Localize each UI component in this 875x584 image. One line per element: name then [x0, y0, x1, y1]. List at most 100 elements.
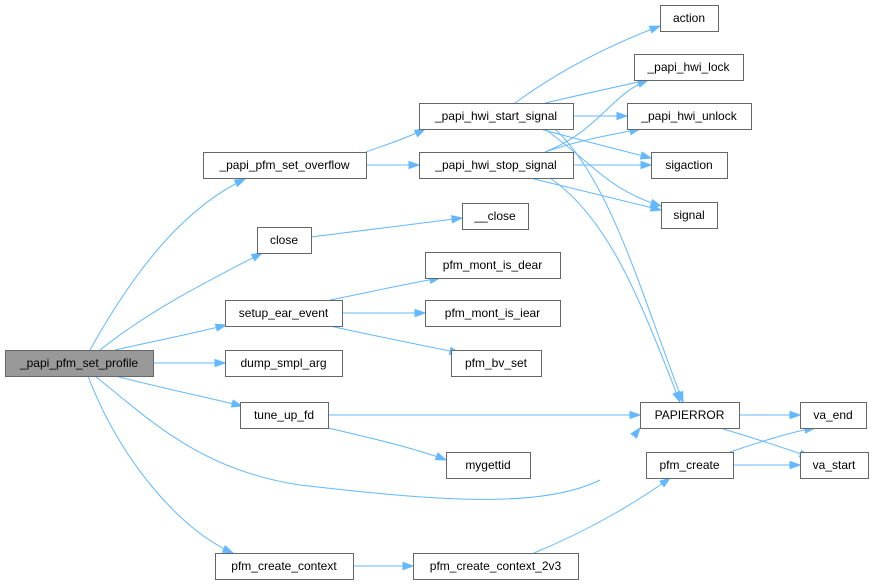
- node-box[interactable]: [203, 152, 367, 179]
- edges-layer: [87, 25, 817, 571]
- node-box[interactable]: [640, 402, 740, 429]
- node-box[interactable]: [419, 152, 574, 179]
- node-box[interactable]: [660, 5, 719, 32]
- node-label: pfm_mont_is_dear: [443, 258, 542, 272]
- edge-line: [529, 177, 662, 211]
- function-node[interactable]: _papi_hwi_start_signal: [419, 103, 574, 130]
- node-box[interactable]: [215, 553, 354, 580]
- node-box[interactable]: [627, 103, 752, 130]
- function-node[interactable]: pfm_mont_is_iear: [425, 300, 561, 327]
- function-node[interactable]: __close: [462, 203, 529, 230]
- function-node[interactable]: sigaction: [651, 152, 728, 179]
- node-box[interactable]: [240, 402, 329, 429]
- arrowhead-icon: [629, 410, 642, 420]
- node-box[interactable]: [651, 152, 728, 179]
- edge-start_signal-to-hwi_lock: [544, 78, 650, 104]
- node-box[interactable]: [800, 452, 869, 479]
- edge-stop_signal-to-papierror: [549, 177, 681, 404]
- node-label: signal: [673, 208, 704, 222]
- node-label: pfm_create_context_2v3: [430, 559, 562, 573]
- function-node[interactable]: mygettid: [446, 452, 531, 479]
- node-box[interactable]: [425, 252, 561, 279]
- arrowhead-icon: [408, 160, 421, 170]
- edge-line: [544, 79, 649, 153]
- function-node[interactable]: pfm_mont_is_dear: [425, 252, 561, 279]
- node-box[interactable]: [800, 402, 867, 429]
- edge-papierror-to-va_end: [739, 410, 802, 420]
- edge-line: [514, 25, 661, 104]
- edge-close-to-__close: [310, 215, 464, 238]
- function-node[interactable]: PAPIERROR: [640, 402, 740, 429]
- node-box[interactable]: [646, 452, 734, 479]
- node-box[interactable]: [661, 202, 718, 229]
- edge-setup_ear-to-is_iear: [342, 308, 427, 318]
- edge-line: [729, 427, 816, 453]
- edge-root-to-tune_up: [114, 375, 244, 408]
- node-box[interactable]: [462, 203, 529, 230]
- function-node[interactable]: _papi_pfm_set_overflow: [203, 152, 367, 179]
- edge-line: [549, 177, 681, 403]
- function-node[interactable]: pfm_bv_set: [451, 350, 542, 377]
- arrowhead-icon: [233, 178, 247, 188]
- edge-line: [329, 325, 461, 354]
- arrowhead-icon: [221, 544, 235, 554]
- function-node[interactable]: signal: [661, 202, 718, 229]
- function-node[interactable]: close: [257, 227, 312, 254]
- function-node[interactable]: _papi_hwi_stop_signal: [419, 152, 574, 179]
- edge-root-to-setup_ear: [114, 323, 228, 351]
- arrowhead-icon: [789, 460, 802, 470]
- function-node[interactable]: va_end: [800, 402, 867, 429]
- node-label: dump_smpl_arg: [240, 356, 326, 370]
- node-box[interactable]: [425, 300, 561, 327]
- arrowhead-icon: [648, 25, 662, 34]
- edge-root-to-dump_smpl: [153, 358, 227, 368]
- edge-line: [544, 128, 662, 207]
- arrowhead-icon: [434, 452, 448, 461]
- function-node[interactable]: action: [660, 5, 719, 32]
- arrowhead-icon: [659, 477, 672, 488]
- arrowhead-icon: [672, 390, 681, 404]
- node-label: _papi_hwi_start_signal: [434, 109, 557, 123]
- node-label: tune_up_fd: [254, 408, 314, 422]
- function-node[interactable]: _papi_hwi_unlock: [627, 103, 752, 130]
- edge-line: [114, 324, 227, 351]
- function-node[interactable]: pfm_create_context: [215, 553, 354, 580]
- node-box[interactable]: [451, 350, 542, 377]
- node-label: setup_ear_event: [239, 306, 329, 320]
- node-box[interactable]: [225, 300, 343, 327]
- arrowhead-icon: [639, 151, 653, 160]
- function-node[interactable]: tune_up_fd: [240, 402, 329, 429]
- edge-stop_signal-to-sigaction: [573, 160, 653, 170]
- edge-line: [89, 178, 246, 351]
- node-label: PAPIERROR: [655, 408, 725, 422]
- edge-line: [327, 427, 447, 461]
- node-label: sigaction: [665, 158, 712, 172]
- node-label: _papi_hwi_unlock: [640, 109, 737, 123]
- arrowhead-icon: [649, 203, 663, 212]
- arrowhead-icon: [451, 215, 464, 224]
- node-box[interactable]: [413, 553, 579, 580]
- edge-line: [539, 128, 652, 159]
- arrowhead-icon: [413, 128, 427, 138]
- node-box[interactable]: [419, 103, 574, 130]
- node-box[interactable]: [634, 54, 744, 81]
- edge-line: [114, 375, 243, 407]
- node-label: __close: [473, 209, 516, 223]
- node-label: pfm_mont_is_iear: [445, 306, 540, 320]
- root-function-node[interactable]: _papi_pfm_set_profile: [5, 350, 154, 377]
- node-box[interactable]: [5, 350, 154, 377]
- edge-start_signal-to-action: [514, 25, 662, 104]
- node-box[interactable]: [257, 227, 312, 254]
- node-box[interactable]: [225, 350, 343, 377]
- edge-root-to-set_overflow: [89, 178, 247, 351]
- edge-pfm_create-to-va_start: [733, 460, 802, 470]
- function-node[interactable]: va_start: [800, 452, 869, 479]
- function-node[interactable]: pfm_create: [646, 452, 734, 479]
- function-node[interactable]: pfm_create_context_2v3: [413, 553, 579, 580]
- node-label: pfm_create_context: [231, 559, 337, 573]
- node-box[interactable]: [446, 452, 531, 479]
- function-node[interactable]: setup_ear_event: [225, 300, 343, 327]
- function-node[interactable]: _papi_hwi_lock: [634, 54, 744, 81]
- function-node[interactable]: dump_smpl_arg: [225, 350, 343, 377]
